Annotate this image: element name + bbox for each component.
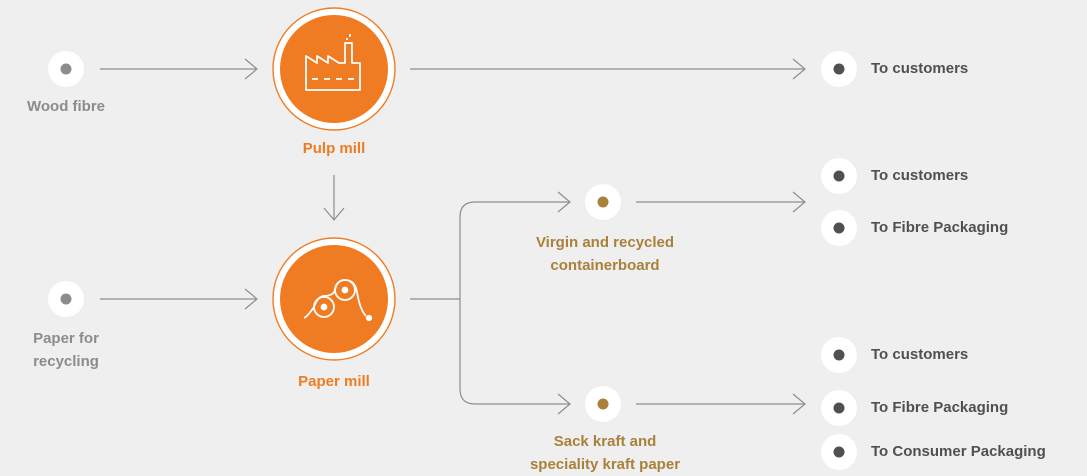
pulp-mill-node xyxy=(272,7,396,131)
destination-label: To customers xyxy=(871,167,969,184)
destination-node xyxy=(821,337,857,373)
containerboard-node xyxy=(585,184,621,220)
sack-kraft-node xyxy=(585,386,621,422)
destination-label: To Consumer Packaging xyxy=(871,443,1046,460)
destination-node xyxy=(821,390,857,426)
paper-for-recycling-label: Paper for recycling xyxy=(33,330,99,370)
destination-node xyxy=(821,434,857,470)
branch-to-containerboard-arrow xyxy=(459,191,571,299)
destination-label: To Fibre Packaging xyxy=(871,219,1009,236)
pulp-mill-label: Pulp mill xyxy=(302,140,366,157)
containerboard-label: Virgin and recycled containerboard xyxy=(535,234,675,274)
factory-icon xyxy=(305,34,361,91)
paper-mill-node xyxy=(272,237,396,361)
paper-rollers-icon xyxy=(303,279,373,322)
destination-node xyxy=(821,51,857,87)
wood-fibre-label: Wood fibre xyxy=(26,98,106,115)
paper-mill-label: Paper mill xyxy=(298,373,370,390)
destination-label: To customers xyxy=(871,60,969,77)
destination-node xyxy=(821,210,857,246)
branch-to-sack-kraft-arrow xyxy=(459,299,571,415)
destination-node xyxy=(821,158,857,194)
destination-label: To Fibre Packaging xyxy=(871,399,1009,416)
wood-fibre-node xyxy=(48,51,84,87)
paper-for-recycling-node xyxy=(48,281,84,317)
sack-kraft-label: Sack kraft and speciality kraft paper xyxy=(529,433,681,473)
destination-label: To customers xyxy=(871,346,969,363)
